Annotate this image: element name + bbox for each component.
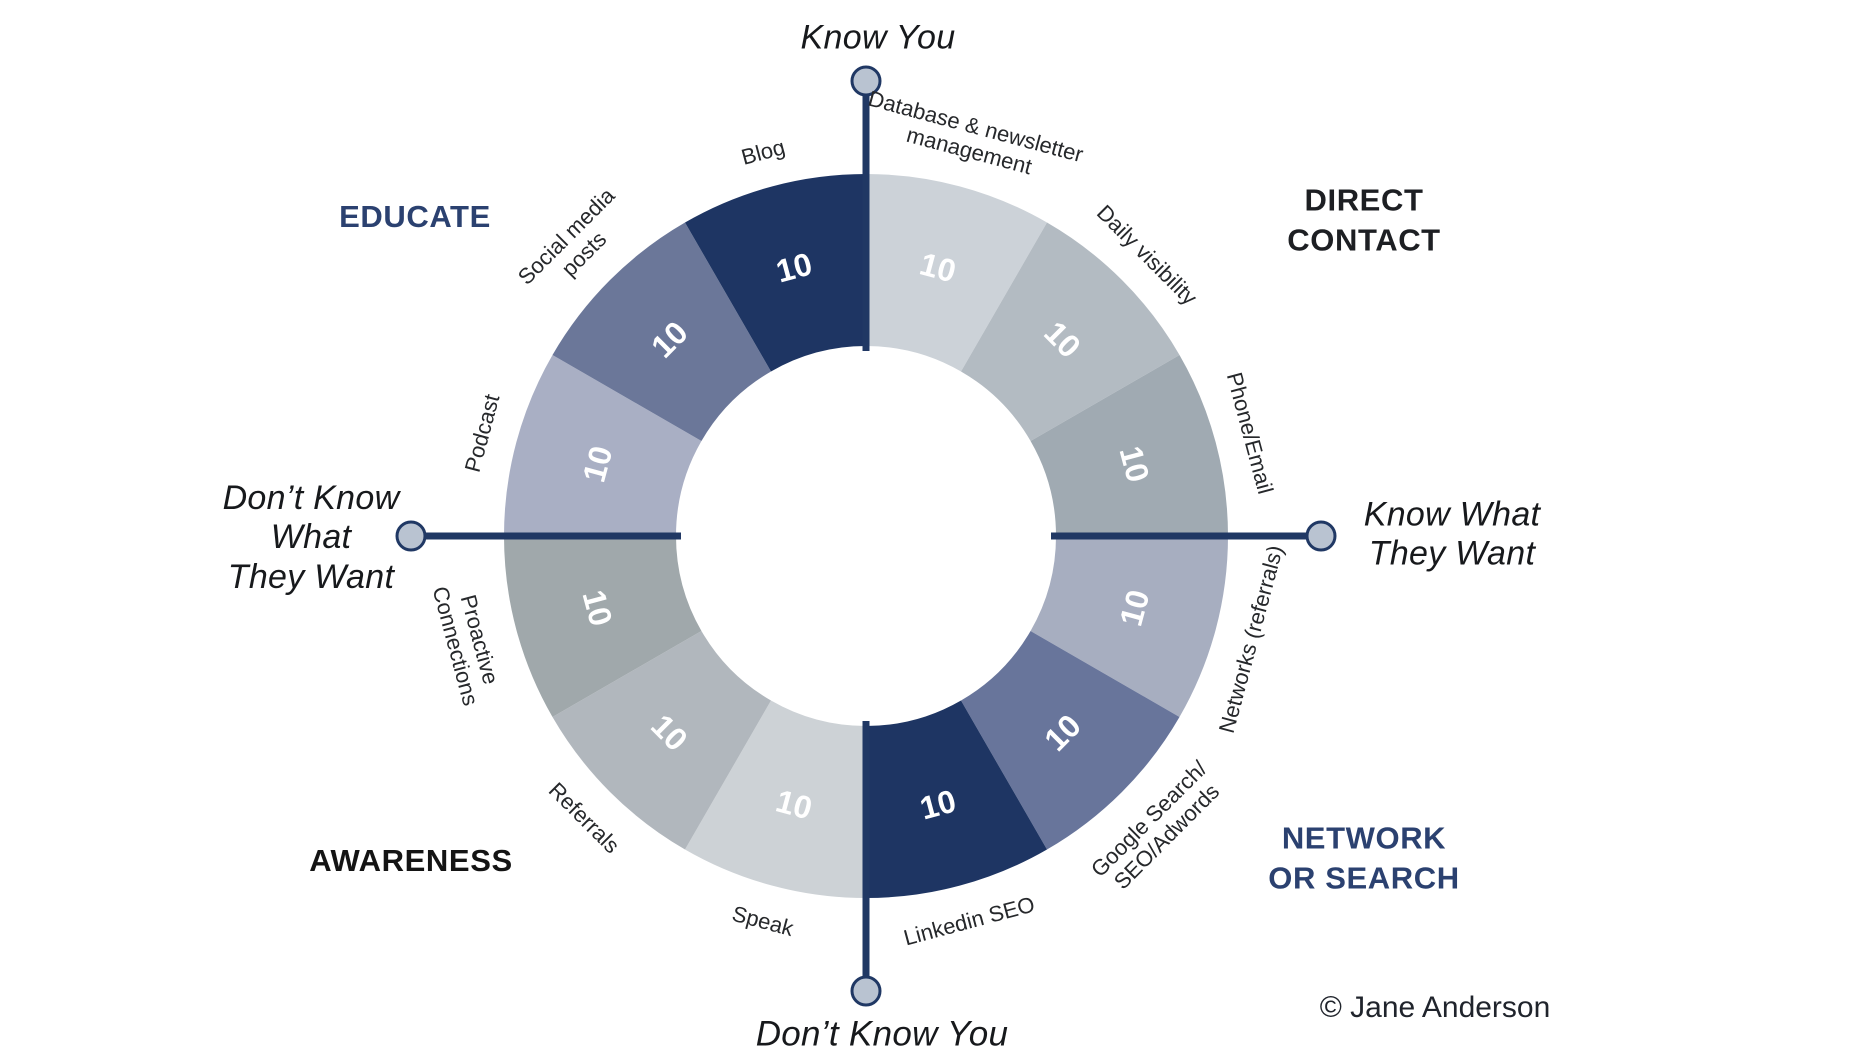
quadrant-label-direct-contact: DIRECT CONTACT (1287, 182, 1441, 257)
segment-networks-referrals (1030, 536, 1228, 717)
quadrant-label-educate: EDUCATE (339, 199, 491, 235)
axis-dot-left (395, 520, 427, 552)
quadrant-label-awareness: AWARENESS (309, 843, 513, 879)
axis-dot-right (1305, 520, 1337, 552)
segment-linkedin-seo (866, 700, 1047, 898)
segment-label-phone-email: Phone/Email (1222, 370, 1278, 497)
segment-database-newsletter-management (866, 174, 1047, 372)
axis-label-know-you: Know You (800, 18, 956, 57)
segment-phone-email (1030, 355, 1228, 536)
segment-podcast (504, 355, 702, 536)
segment-proactive-connections (504, 536, 702, 717)
segment-blog (685, 174, 866, 372)
segment-label-database-newsletter-management: Database & newslettermanagement (859, 85, 1086, 191)
segment-daily-visibility (961, 222, 1180, 441)
segment-label-speak: Speak (730, 900, 798, 941)
quadrant-label-network-or-search: NETWORK OR SEARCH (1268, 820, 1460, 895)
axis-label-know-what-they-want: Know What They Want (1363, 495, 1541, 573)
axis-dot-bottom (850, 975, 882, 1007)
copyright: © Jane Anderson (1319, 991, 1551, 1024)
axis-label-dont-know-what-they-want: Don’t Know What They Want (222, 478, 400, 596)
segment-speak (685, 700, 866, 898)
segment-label-proactive-connections: ProactiveConnections (428, 577, 508, 708)
segment-label-linkedin-seo: Linkedin SEO (901, 891, 1037, 950)
segment-google-search-seo-adwords (961, 631, 1180, 850)
segment-referrals (552, 631, 771, 850)
segment-social-media-posts (552, 222, 771, 441)
axis-label-dont-know-you: Don’t Know You (755, 1014, 1009, 1052)
segment-label-blog: Blog (738, 134, 787, 170)
axis-dot-top (850, 65, 882, 97)
segment-label-podcast: Podcast (459, 391, 504, 474)
